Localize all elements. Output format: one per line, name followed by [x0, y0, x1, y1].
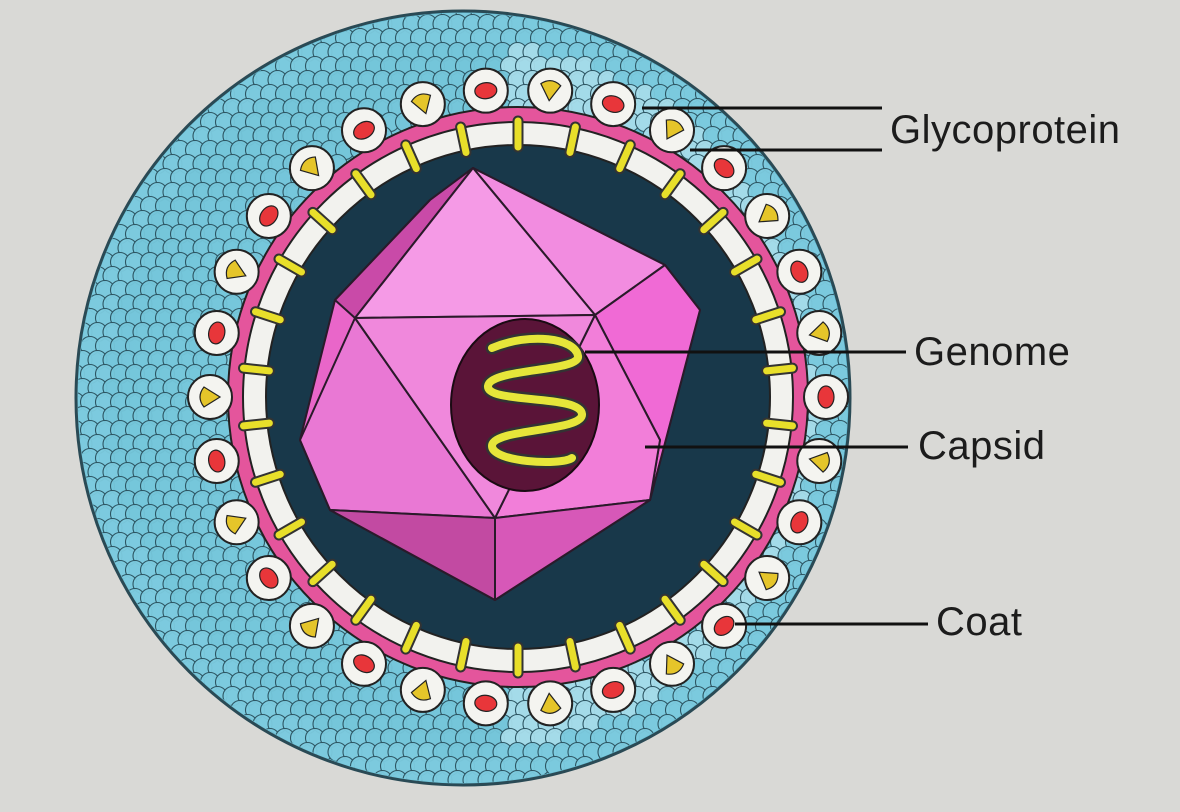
label-glycoprotein: Glycoprotein	[890, 108, 1121, 152]
glycoprotein-knob	[288, 145, 335, 192]
glycoprotein-knob	[399, 666, 446, 713]
label-genome: Genome	[914, 330, 1071, 374]
glycoprotein-knob	[527, 67, 574, 114]
coat-scales	[78, 13, 848, 783]
leader-lines	[585, 106, 928, 626]
glycoprotein-knob	[341, 107, 387, 154]
glycoprotein-knob	[590, 81, 637, 128]
glycoprotein-knob	[796, 309, 843, 356]
glycoprotein-knob	[213, 499, 260, 546]
glycoprotein-knob	[288, 602, 335, 649]
glycoprotein-knob	[649, 107, 695, 154]
genome	[450, 318, 600, 492]
glycoprotein-knob	[527, 680, 574, 727]
glycoprotein-knob	[341, 640, 387, 687]
glycoprotein-knob	[462, 67, 509, 114]
glycoprotein-knob	[187, 374, 233, 420]
glycoprotein-knob	[213, 248, 260, 295]
glycoprotein-knob	[701, 602, 748, 649]
glycoprotein-knob	[245, 555, 292, 602]
glycoprotein-knob	[193, 438, 240, 485]
glycoprotein-knob	[193, 309, 240, 356]
glycoprotein-knob	[744, 192, 791, 239]
glycoprotein-knob	[744, 555, 791, 602]
glycoprotein-knob	[776, 248, 823, 295]
glycoprotein-knob	[245, 192, 292, 239]
glycoprotein-knobs	[187, 67, 849, 727]
glycoprotein-knob	[776, 499, 823, 546]
label-coat: Coat	[936, 600, 1023, 644]
label-capsid: Capsid	[918, 424, 1046, 468]
glycoprotein-knob	[803, 374, 849, 420]
glycoprotein-knob	[649, 640, 695, 687]
glycoprotein-knob	[462, 680, 509, 727]
membrane-spikes	[238, 115, 798, 679]
glycoprotein-knob	[796, 438, 843, 485]
glycoprotein-knob	[590, 666, 637, 713]
glycoprotein-knob	[399, 81, 446, 128]
glycoprotein-knob	[701, 145, 748, 192]
